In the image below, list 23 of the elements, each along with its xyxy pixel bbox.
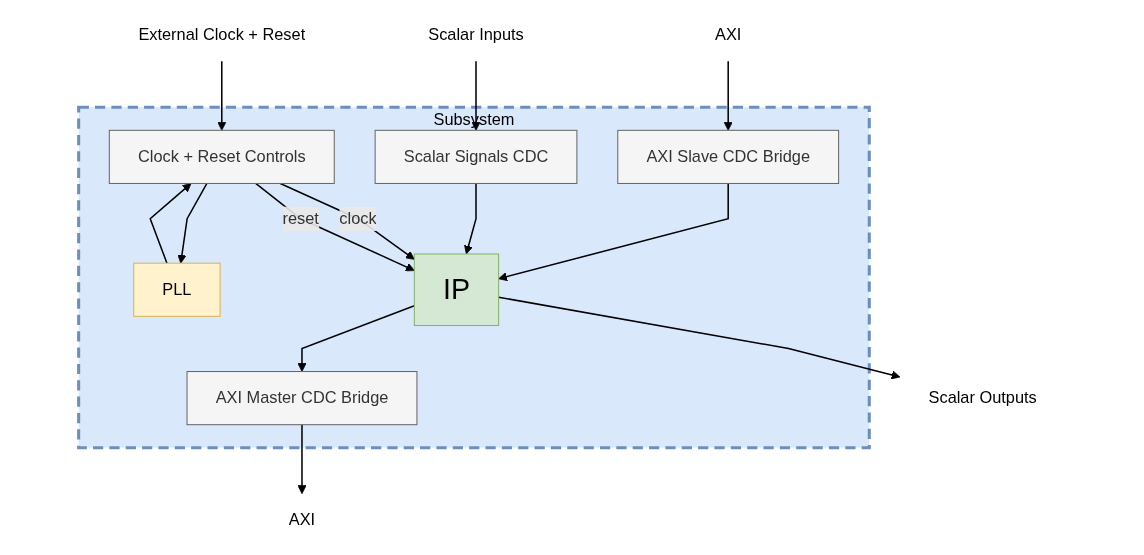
arrow — [177, 182, 208, 264]
arrow — [498, 182, 729, 282]
arrow — [279, 182, 415, 260]
arrow — [471, 60, 481, 131]
node-text: Scalar Outputs — [928, 388, 1037, 407]
node-box: AXI Master CDC Bridge — [186, 371, 418, 426]
arrow — [149, 183, 192, 264]
edge-label: clock — [339, 209, 377, 227]
node-text: Scalar Inputs — [428, 25, 524, 43]
node-text: External Clock + Reset — [138, 25, 306, 43]
arrow — [464, 182, 477, 255]
arrow — [297, 423, 307, 495]
node-text: AXI — [715, 25, 742, 43]
edge-label: reset — [282, 209, 319, 227]
arrow — [254, 182, 415, 272]
node-text: AXI — [288, 511, 316, 529]
arrow — [723, 60, 733, 131]
node-box: AXI Slave CDC Bridge — [617, 129, 840, 184]
node-box: IP — [413, 253, 500, 327]
arrow — [217, 60, 227, 131]
node-box: Clock + Reset Controls — [108, 129, 335, 184]
node-box: Scalar Signals CDC — [374, 129, 578, 184]
node-box: PLL — [133, 262, 221, 317]
